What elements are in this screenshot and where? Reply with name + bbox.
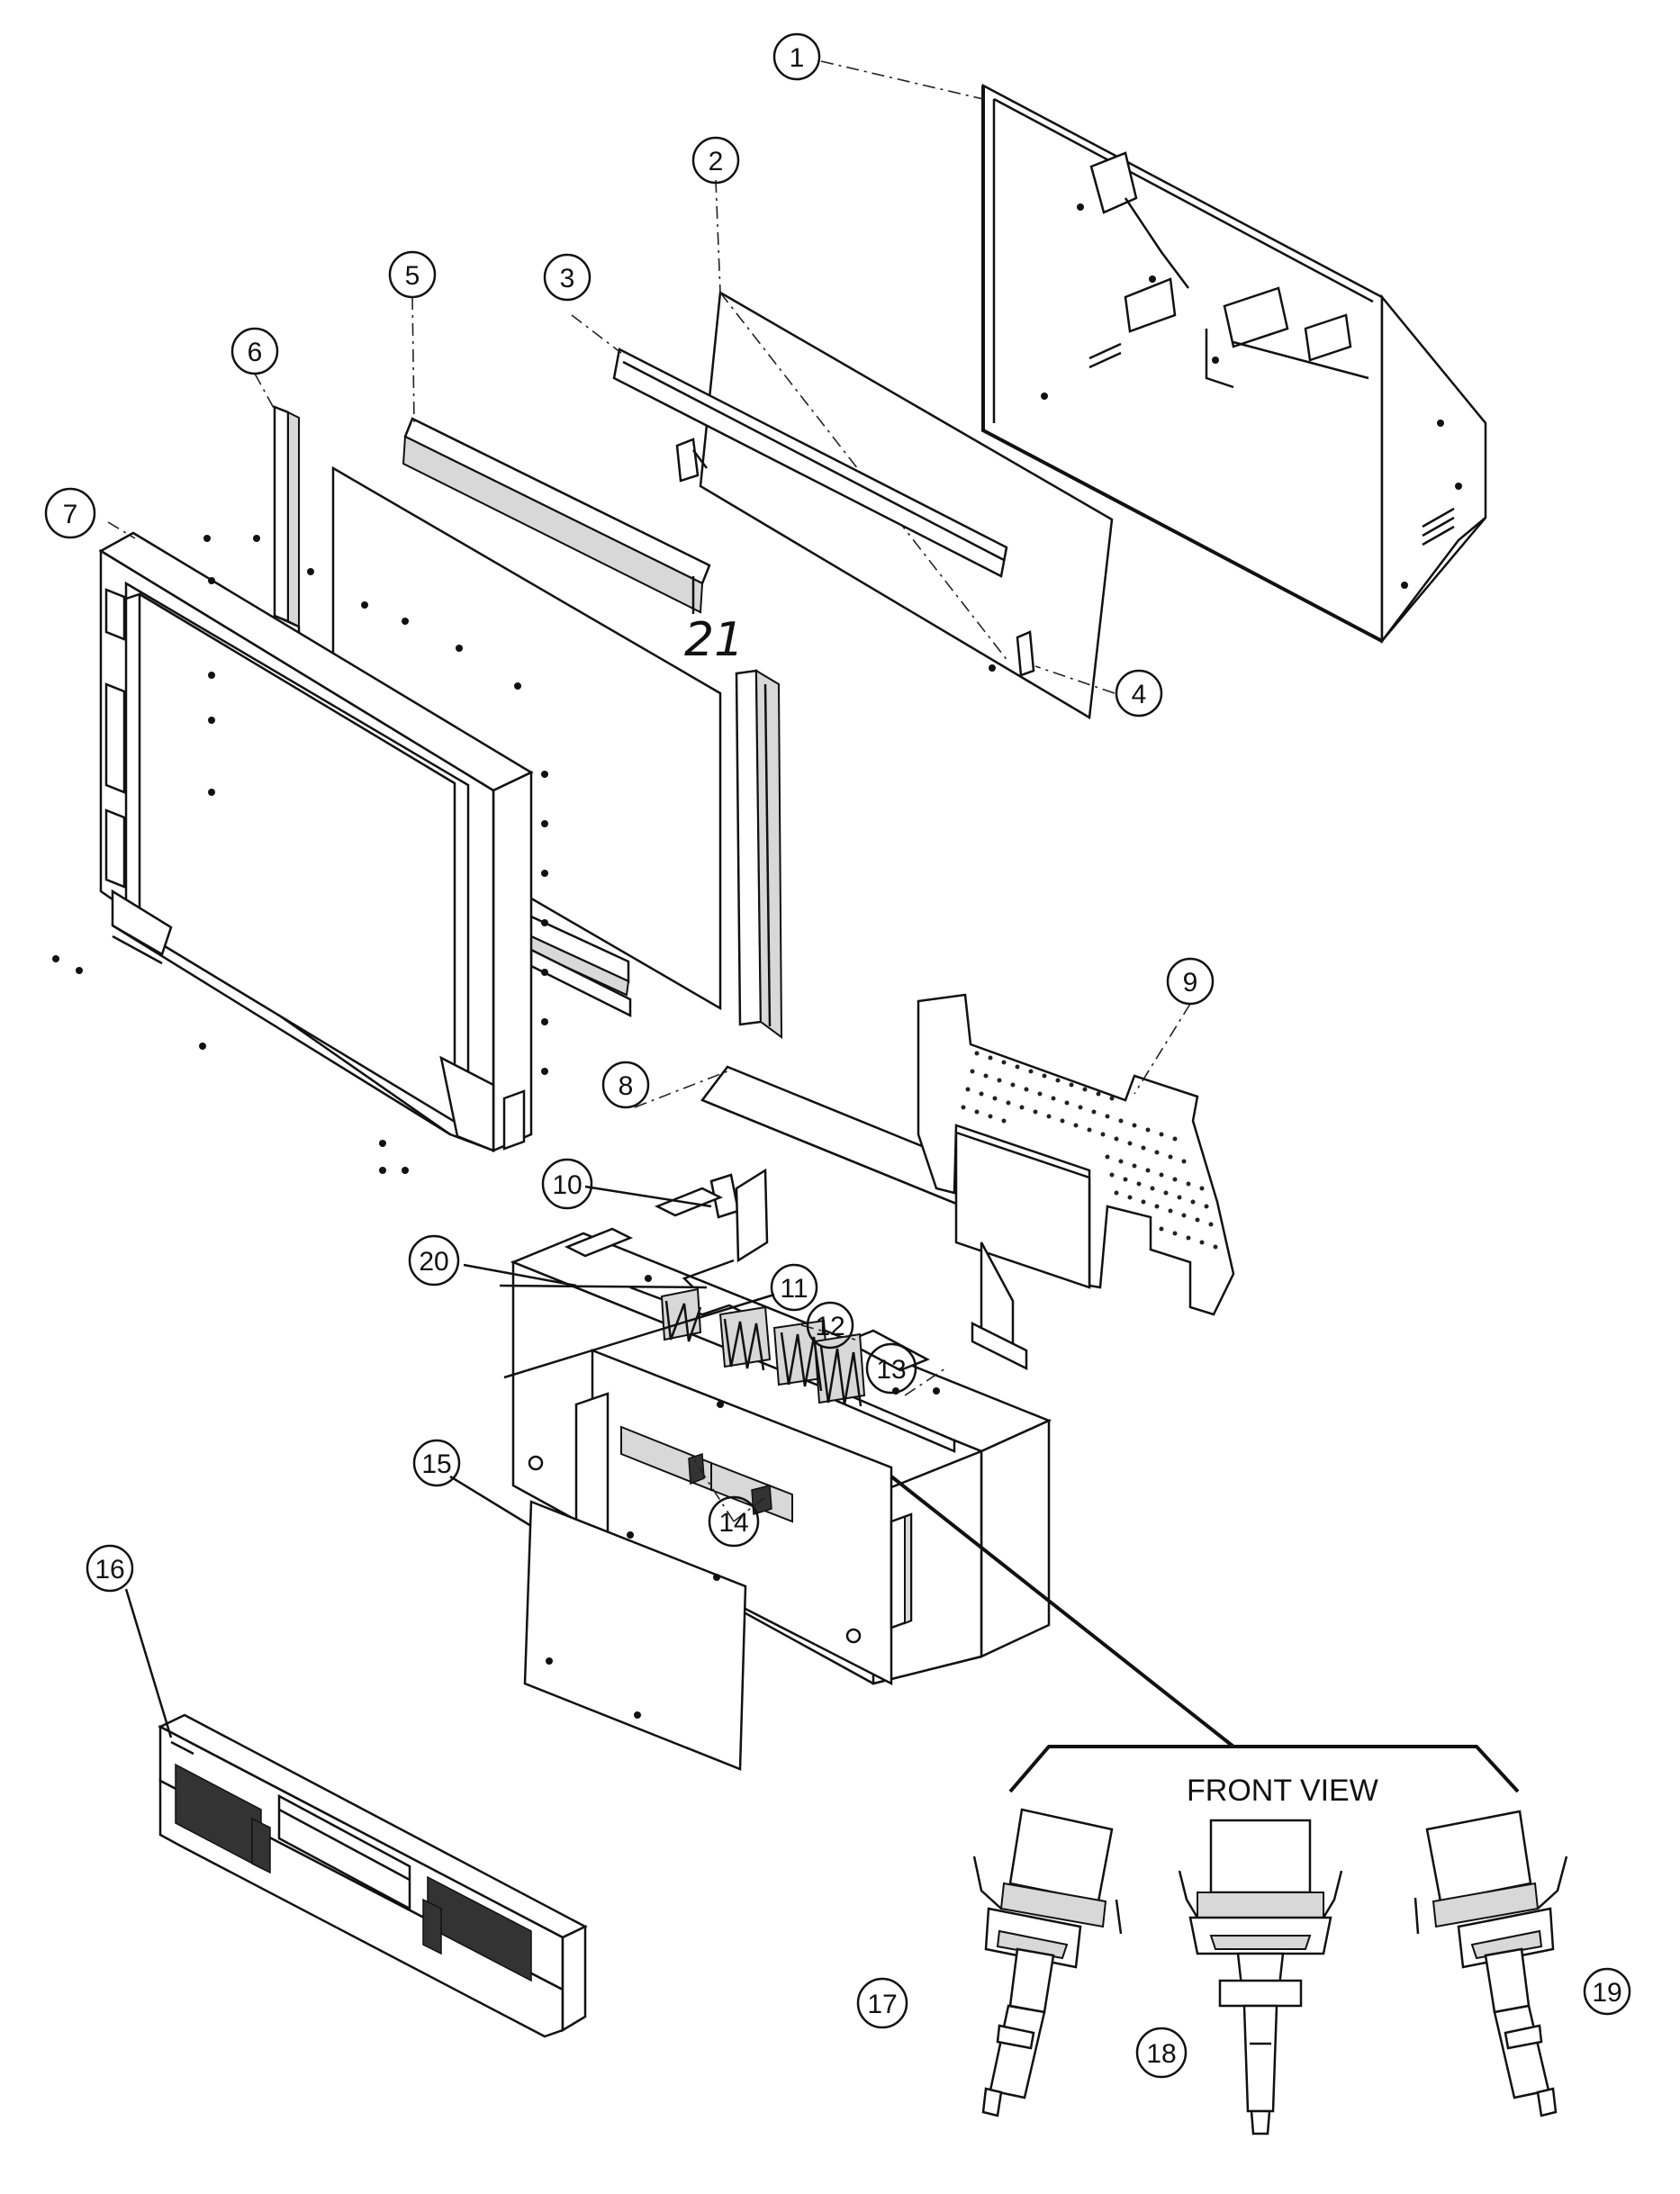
svg-text:20: 20 [419, 1247, 448, 1277]
callout-20: 20 [408, 1234, 460, 1287]
callout-17: 17 [856, 1977, 908, 2029]
svg-text:19: 19 [1592, 1978, 1621, 2008]
part-4-mirror-clip [989, 630, 1035, 677]
svg-text:17: 17 [867, 1990, 897, 2019]
svg-text:10: 10 [552, 1170, 582, 1200]
part-18-crt-tube-center [1178, 1819, 1343, 2135]
callout-16: 16 [86, 1544, 134, 1593]
svg-text:6: 6 [248, 338, 263, 367]
svg-text:13: 13 [876, 1355, 906, 1385]
callout-7: 7 [44, 487, 96, 539]
callout-1: 1 [772, 32, 821, 81]
callout-2: 2 [691, 136, 740, 185]
callout-5: 5 [388, 250, 437, 299]
callout-4: 4 [1115, 669, 1163, 718]
part-15-access-panel [523, 1500, 747, 1771]
front-view-label: FRONT VIEW [1187, 1774, 1378, 1808]
part-1-rear-cabinet [981, 83, 1487, 645]
svg-text:15: 15 [421, 1449, 451, 1479]
leader-lines [107, 60, 1235, 1748]
svg-text:1: 1 [790, 43, 805, 73]
callout-12: 12 [806, 1301, 854, 1350]
svg-text:8: 8 [619, 1071, 634, 1101]
svg-text:3: 3 [560, 264, 575, 293]
svg-text:2: 2 [709, 147, 724, 176]
callouts: 1 2 3 4 5 6 7 8 [44, 32, 1631, 2079]
callout-14: 14 [708, 1495, 760, 1548]
handwritten-mark-21: 21 [684, 613, 744, 667]
svg-text:9: 9 [1183, 968, 1198, 998]
callout-18: 18 [1135, 2027, 1188, 2079]
callout-3: 3 [543, 253, 592, 302]
part-7-front-frame [52, 531, 548, 1174]
callout-11: 11 [770, 1263, 818, 1312]
callout-13: 13 [865, 1342, 917, 1395]
svg-text:7: 7 [63, 500, 78, 529]
right-screen-rail [735, 669, 783, 1039]
svg-text:11: 11 [780, 1274, 808, 1304]
callout-9: 9 [1166, 957, 1215, 1006]
callout-10: 10 [541, 1158, 593, 1210]
svg-text:14: 14 [718, 1508, 748, 1538]
callout-15: 15 [412, 1439, 461, 1487]
callout-6: 6 [230, 327, 279, 375]
part-5-top-rail [402, 417, 711, 614]
part-19-crt-tube-right [1414, 1810, 1568, 2117]
part-9-perforated-panel [917, 993, 1235, 1316]
part-16-speaker-grille [158, 1713, 588, 2038]
svg-text:18: 18 [1146, 2039, 1176, 2069]
svg-text:5: 5 [405, 261, 420, 291]
part-3-bracket [612, 348, 1008, 578]
callout-19: 19 [1583, 1967, 1631, 2016]
callout-8: 8 [601, 1061, 650, 1109]
svg-text:16: 16 [95, 1555, 124, 1585]
front-view-bracket: FRONT VIEW [1008, 1745, 1520, 1808]
svg-text:4: 4 [1132, 680, 1147, 709]
part-17-crt-tube-left [972, 1808, 1123, 2117]
svg-text:12: 12 [815, 1312, 845, 1341]
